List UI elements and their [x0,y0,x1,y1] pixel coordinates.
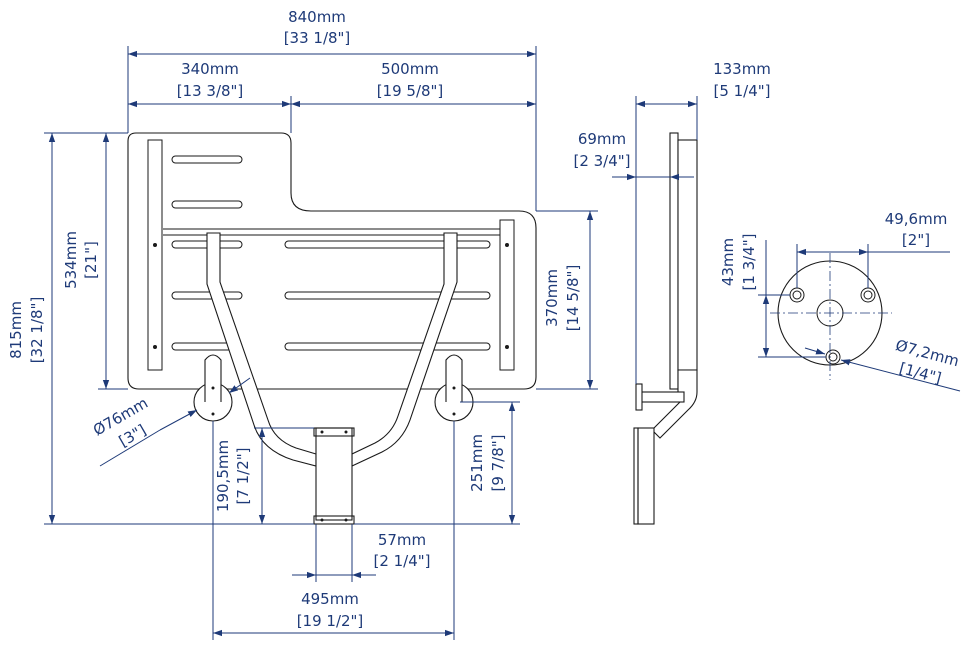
hole-pitch-v-metric: 43mm [719,238,737,286]
flange-offset-metric: 251mm [468,434,486,492]
side-depth-metric: 133mm [713,60,771,78]
bracket-width-metric: 57mm [378,531,426,549]
hole-pitch-h-imperial: [2"] [902,231,930,249]
seat-slot [284,291,491,300]
overall-width-imperial: [33 1/8"] [284,29,351,47]
back-width-metric: 340mm [181,60,239,78]
side-offset-metric: 69mm [578,130,626,148]
seat-slot [171,291,243,300]
hole-pitch-h-metric: 49,6mm [885,210,948,228]
flange-detail: 49,6mm [2"] 43mm [1 3/4"] Ø7,2mm [1/4"] [719,210,961,392]
side-back-panel [669,132,679,390]
bracket-width-imperial: [2 1/4"] [373,552,430,570]
bracket-height-imperial: [7 1/2"] [234,447,252,504]
front-view [127,132,537,525]
flange-offset-imperial: [9 7/8"] [489,434,507,491]
hole-pitch-v-imperial: [1 3/4"] [740,233,758,290]
side-offset-imperial: [2 3/4"] [573,152,630,170]
seat-width-imperial: [19 5/8"] [377,82,444,100]
seat-slot [284,240,491,249]
overall-height-imperial: [32 1/8"] [28,297,46,364]
front-dimensions: 840mm [33 1/8"] 340mm [13 3/8"] 500mm [1… [7,8,598,640]
side-view: 133mm [5 1/4"] 69mm [2 3/4"] [573,60,771,525]
back-height-imperial: [21"] [82,241,100,279]
back-slot-2 [171,200,243,209]
bracket-height-metric: 190,5mm [214,440,232,512]
seat-panel-outline [127,132,537,390]
overall-width-metric: 840mm [288,8,346,26]
flange-spacing-metric: 495mm [301,590,359,608]
seat-slot [284,342,491,351]
seat-depth-metric: 370mm [543,269,561,327]
seat-depth-imperial: [14 5/8"] [564,265,582,332]
right-wall-flange [434,354,474,422]
left-wall-flange [193,354,233,422]
seat-width-metric: 500mm [381,60,439,78]
side-wall-plate [635,383,643,411]
flange-spacing-imperial: [19 1/2"] [297,612,364,630]
back-height-metric: 534mm [62,231,80,289]
right-rail [499,219,515,371]
back-slot-1 [171,155,243,164]
wall-bracket [315,427,353,521]
back-width-imperial: [13 3/8"] [177,82,244,100]
side-bracket [637,427,655,525]
left-rail [147,139,163,371]
side-depth-imperial: [5 1/4"] [713,82,770,100]
side-seat-panel [677,139,698,371]
overall-height-metric: 815mm [7,301,25,359]
